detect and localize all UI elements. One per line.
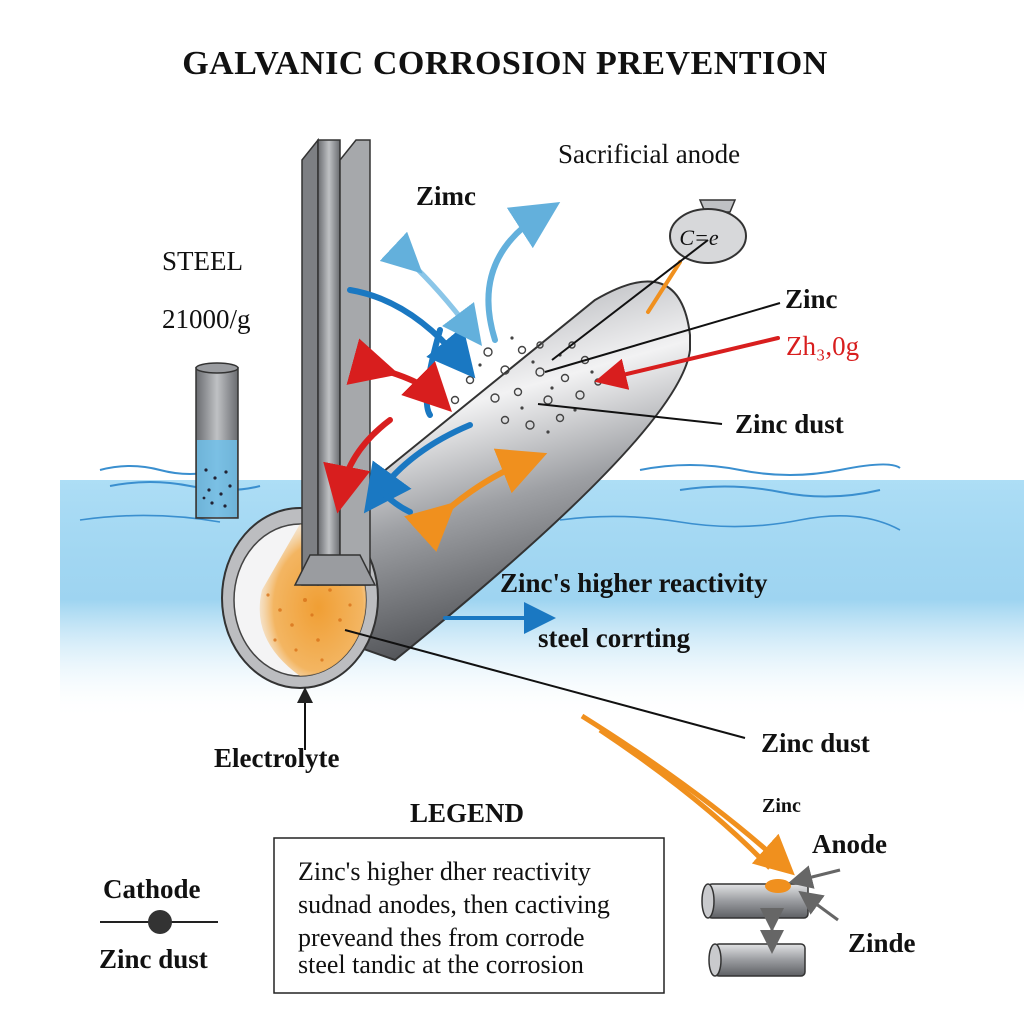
label-steel-corrting: steel corrting <box>538 623 691 653</box>
label-formula: Zh₃,0g <box>786 331 859 361</box>
label-zinc-dust-3: Zinc dust <box>99 944 208 974</box>
label-legend-title: LEGEND <box>410 798 524 828</box>
steel-plate <box>293 137 377 586</box>
label-reactivity: Zinc's higher reactivity <box>500 568 768 598</box>
label-zinde: Zinde <box>848 928 916 958</box>
label-sacrificial-anode: Sacrificial anode <box>558 139 740 169</box>
legend-line-2: sudnad anodes, then cactiving <box>298 890 610 919</box>
leader-lines <box>297 239 781 750</box>
label-steel: STEEL <box>162 246 243 276</box>
legend-line-1: Zinc's higher dher reactivity <box>298 857 591 886</box>
label-steel-value: 21000/g <box>162 304 251 334</box>
diagram-title: GALVANIC CORROSION PREVENTION <box>182 45 828 82</box>
label-zinc-dust-1: Zinc dust <box>735 409 844 439</box>
cathode-legend-key: Cathode Zinc dust <box>99 874 218 974</box>
label-anode: Anode <box>812 829 887 859</box>
label-electrolyte: Electrolyte <box>214 743 339 773</box>
label-cathode: Cathode <box>103 874 201 904</box>
steel-cylinder-sample <box>195 362 239 519</box>
legend-box: Zinc's higher dher reactivity sudnad ano… <box>273 837 665 994</box>
legend-line-4: steel tandic at the corrosion <box>298 950 584 979</box>
legend-line-3: preveand thes from corrode <box>298 923 585 952</box>
sacrificial-anode-symbol: C=e <box>669 199 747 264</box>
zinc-dust-particles <box>450 341 602 430</box>
label-zinc-right: Zinc <box>785 284 838 314</box>
flow-arrows <box>323 202 780 634</box>
anode-mini-diagram: Zinc Anode Zinde <box>580 713 916 977</box>
label-zinc-small: Zinc <box>762 795 801 817</box>
label-zinc-dust-2: Zinc dust <box>761 728 870 758</box>
label-zinc-top: Zimc <box>416 181 476 211</box>
cathode-dot <box>148 910 172 934</box>
